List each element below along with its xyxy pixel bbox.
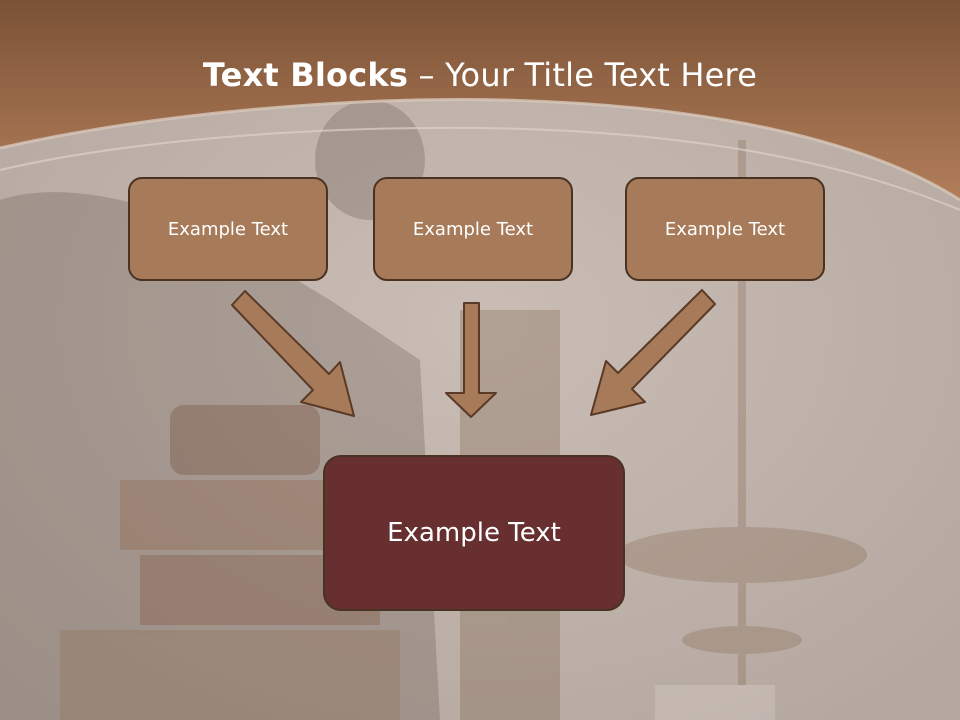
arrow-middle bbox=[445, 302, 497, 418]
title-rest: Your Title Text Here bbox=[445, 56, 758, 94]
center-text-block[interactable]: Example Text bbox=[323, 455, 625, 611]
text-block-2[interactable]: Example Text bbox=[373, 177, 573, 281]
title-bold: Text Blocks bbox=[202, 56, 409, 94]
text-block-3[interactable]: Example Text bbox=[625, 177, 825, 281]
slide-title: Text Blocks – Your Title Text Here bbox=[0, 56, 960, 94]
arrow-right bbox=[590, 289, 716, 416]
arrow-left bbox=[231, 290, 355, 417]
text-block-1[interactable]: Example Text bbox=[128, 177, 328, 281]
title-dash: – bbox=[408, 56, 446, 94]
